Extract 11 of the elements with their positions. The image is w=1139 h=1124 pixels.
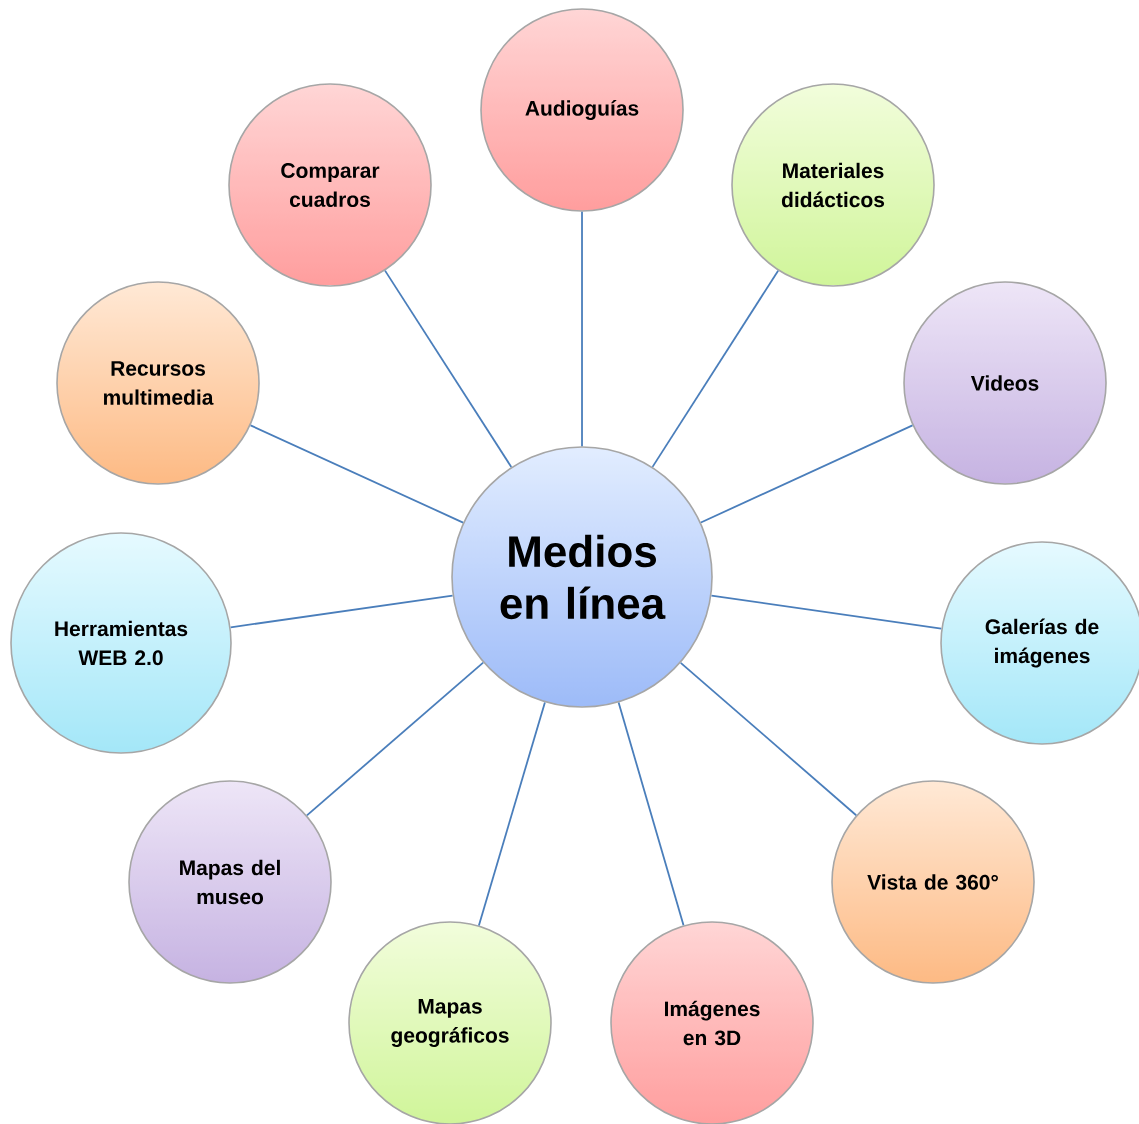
connector-line [306, 661, 485, 817]
connector-line [651, 269, 779, 468]
connector-line [581, 210, 583, 448]
connector-line [478, 701, 546, 927]
connector-line [679, 661, 858, 817]
connector-line [710, 594, 943, 630]
connector-line [700, 424, 914, 524]
connector-line [617, 701, 685, 927]
connector-line [384, 269, 513, 468]
connector-line [249, 424, 464, 524]
connector-line [229, 594, 454, 629]
